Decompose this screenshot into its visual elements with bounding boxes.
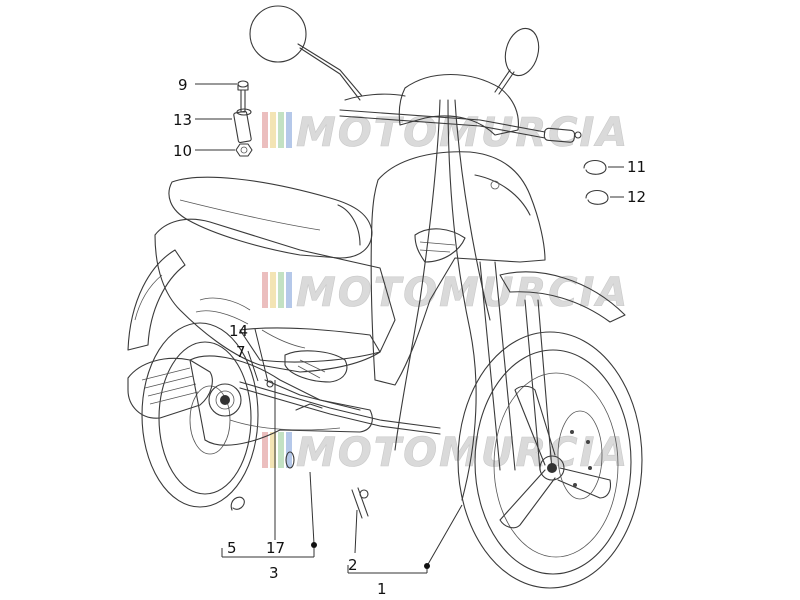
leader-lines xyxy=(195,83,624,574)
leg-shield xyxy=(370,151,546,386)
callout-12: 12 xyxy=(627,188,646,206)
rear-body xyxy=(154,218,396,383)
front-mudguard xyxy=(499,271,626,323)
callout-17: 17 xyxy=(266,539,285,557)
exhaust xyxy=(127,357,213,419)
cable-end-part-17 xyxy=(266,380,323,469)
engine-case xyxy=(189,355,373,446)
callout-labels: 9 13 10 11 12 14 7 5 17 3 2 1 xyxy=(173,76,646,598)
clip-part-5 xyxy=(230,496,245,511)
callout-13: 13 xyxy=(173,111,192,129)
watermark-text: MOTOMURCIA xyxy=(296,430,629,476)
scooter-drawing xyxy=(127,5,643,589)
left-mirror xyxy=(249,5,363,101)
seat xyxy=(168,176,373,259)
clip-part-11 xyxy=(583,159,607,175)
spacer-part-13 xyxy=(233,108,252,144)
callout-9: 9 xyxy=(178,76,188,94)
nut-part-10 xyxy=(235,143,253,157)
front-wheel xyxy=(457,331,643,589)
callout-11: 11 xyxy=(627,158,646,176)
bolt-part-9 xyxy=(237,80,249,113)
callout-10: 10 xyxy=(173,142,192,160)
front-shield xyxy=(398,74,519,136)
rear-mudguard xyxy=(127,249,186,351)
front-fork xyxy=(479,261,553,471)
floorboard xyxy=(239,327,381,363)
clip-part-12 xyxy=(585,189,609,205)
watermark-middle: MOTOMURCIA xyxy=(262,270,629,316)
callout-2: 2 xyxy=(348,556,358,574)
callout-7: 7 xyxy=(236,343,246,361)
watermark-bottom: MOTOMURCIA xyxy=(262,430,629,476)
watermark-text: MOTOMURCIA xyxy=(296,270,629,316)
clip-part-2 xyxy=(351,487,369,519)
callout-5: 5 xyxy=(227,539,237,557)
cables xyxy=(239,99,491,501)
handlebar xyxy=(339,109,582,143)
callout-1: 1 xyxy=(377,580,387,598)
right-mirror xyxy=(494,27,540,95)
callout-3: 3 xyxy=(269,564,279,582)
callout-14: 14 xyxy=(229,322,248,340)
